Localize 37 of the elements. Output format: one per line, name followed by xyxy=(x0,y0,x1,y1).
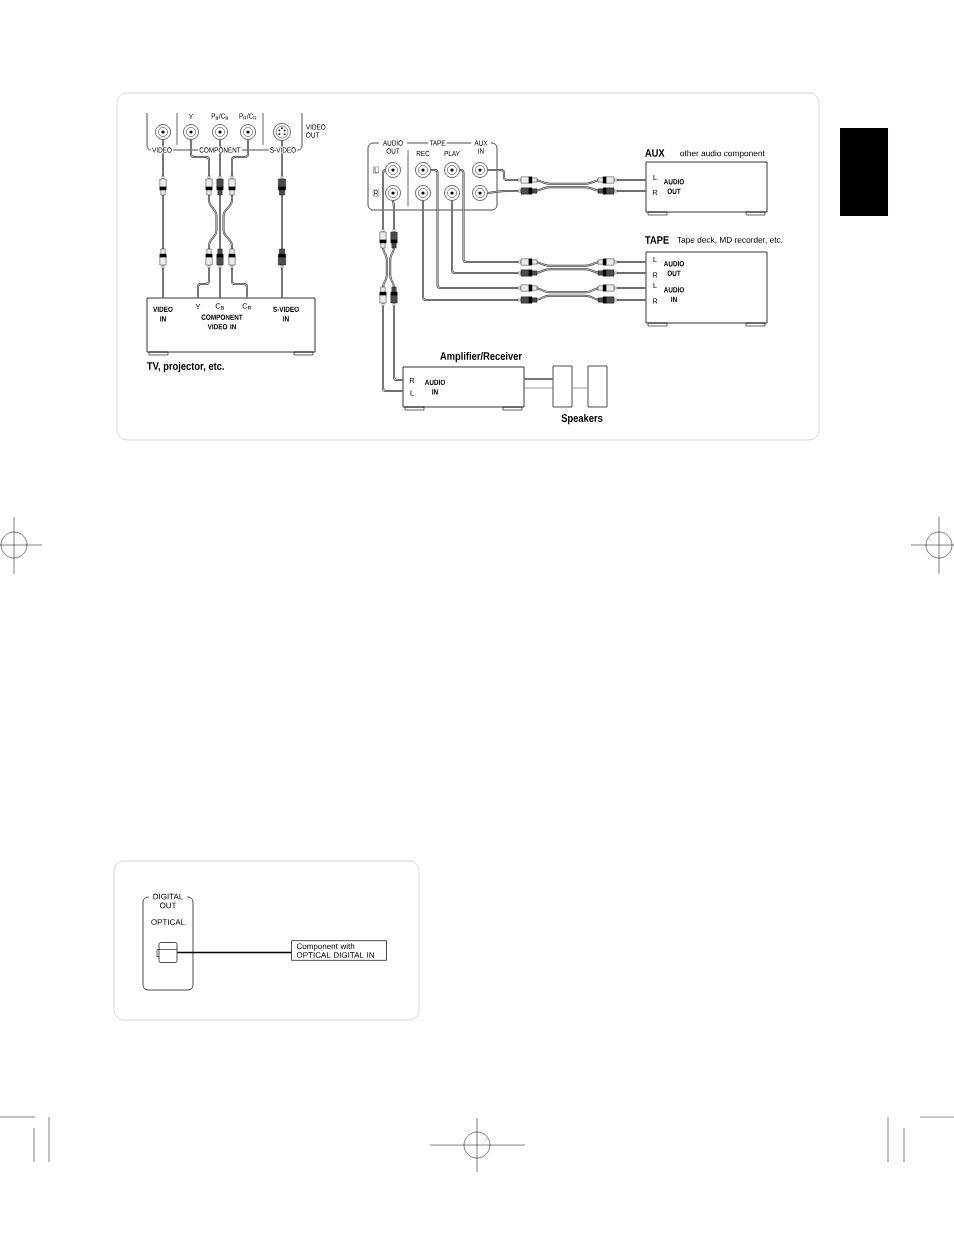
s-video-jack xyxy=(273,123,291,141)
device-caption: TV, projector, etc. xyxy=(147,361,224,373)
rca-jack xyxy=(472,162,488,178)
cable xyxy=(486,169,647,185)
rca-jack xyxy=(444,162,460,178)
rca-jack xyxy=(212,124,228,140)
cable xyxy=(219,138,221,299)
speaker-box xyxy=(587,365,608,408)
device-name: TAPE xyxy=(645,236,669,244)
rca-jack xyxy=(415,185,431,201)
cable xyxy=(162,138,164,299)
cable xyxy=(486,186,647,194)
speaker-box xyxy=(552,365,573,408)
device-name: Amplifier/Receiver xyxy=(440,351,522,363)
rca-jack xyxy=(444,185,460,201)
panel-label: DIGITAL OUT xyxy=(148,893,188,909)
optical-cable xyxy=(176,951,292,954)
panel-label: OPTICAL xyxy=(151,919,185,925)
rca-jack xyxy=(415,162,431,178)
device-description: other audio component xyxy=(680,150,765,158)
device-description: Tape deck, MD recorder, etc. xyxy=(677,236,783,245)
rca-jack xyxy=(385,185,401,201)
caption: Speakers xyxy=(561,413,603,425)
device-name: AUX xyxy=(645,149,665,157)
optical-jack xyxy=(156,942,178,963)
cable xyxy=(222,138,249,299)
rca-jack xyxy=(472,185,488,201)
speaker-wire xyxy=(524,387,553,389)
text-box: Component with OPTICAL DIGITAL IN xyxy=(291,940,387,961)
speaker-wire xyxy=(572,387,588,389)
cable xyxy=(190,138,218,299)
rca-jack xyxy=(385,162,401,178)
rca-jack xyxy=(240,124,256,140)
cable xyxy=(281,139,283,299)
speaker-wire xyxy=(523,378,554,380)
rca-jack xyxy=(183,124,199,140)
rca-jack xyxy=(155,124,171,140)
